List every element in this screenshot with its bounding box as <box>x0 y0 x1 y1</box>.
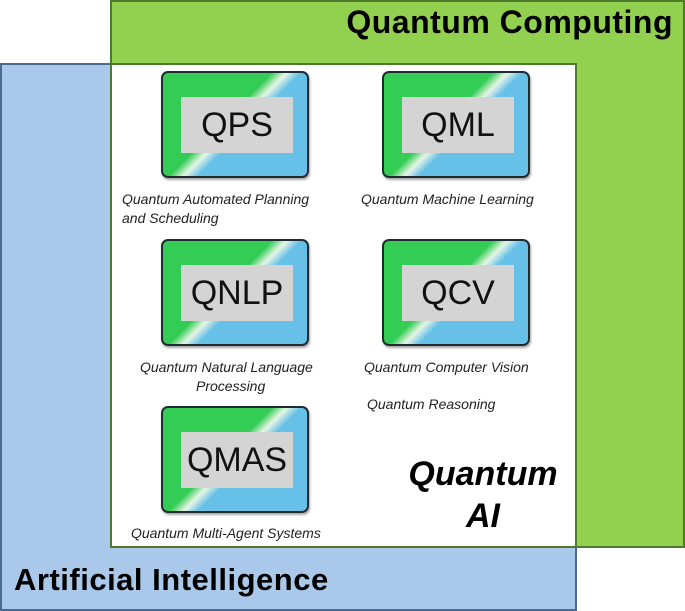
caption-qnlp-line1: Quantum Natural Language <box>140 359 313 375</box>
tile-qmas: QMAS <box>161 406 309 513</box>
tile-qnlp-label: QNLP <box>181 265 293 321</box>
tile-qml: QML <box>382 71 530 178</box>
quantum-ai-title: Quantum AI <box>398 453 568 537</box>
tile-qcv: QCV <box>382 239 530 346</box>
artificial-intelligence-title: Artificial Intelligence <box>14 562 329 597</box>
tile-qmas-label: QMAS <box>181 432 293 488</box>
caption-qps-line1: Quantum Automated Planning <box>122 191 310 207</box>
caption-quantum-reasoning: Quantum Reasoning <box>367 396 496 412</box>
quantum-ai-title-line1: Quantum <box>408 455 558 493</box>
tile-qnlp: QNLP <box>161 239 309 346</box>
quantum-computing-title: Quantum Computing <box>346 4 673 40</box>
tile-qcv-label: QCV <box>402 265 514 321</box>
caption-qml-line1: Quantum Machine Learning <box>361 191 534 207</box>
caption-qps: Quantum Automated Planning and Schedulin… <box>122 190 309 228</box>
caption-qnlp: Quantum Natural Language Processing <box>140 358 313 396</box>
caption-qcv-line1: Quantum Computer Vision <box>364 359 529 375</box>
quantum-ai-title-line2: AI <box>466 497 500 535</box>
caption-qps-line2: and Scheduling <box>122 210 219 226</box>
tile-qps: QPS <box>161 71 309 178</box>
caption-qmas-line1: Quantum Multi-Agent Systems <box>131 525 321 541</box>
caption-qnlp-line2: Processing <box>196 378 266 394</box>
caption-qml: Quantum Machine Learning <box>361 190 534 209</box>
tile-qps-label: QPS <box>181 97 293 153</box>
tile-qml-label: QML <box>402 97 514 153</box>
caption-qmas: Quantum Multi-Agent Systems <box>131 524 321 543</box>
caption-qcv: Quantum Computer Vision <box>364 358 529 377</box>
